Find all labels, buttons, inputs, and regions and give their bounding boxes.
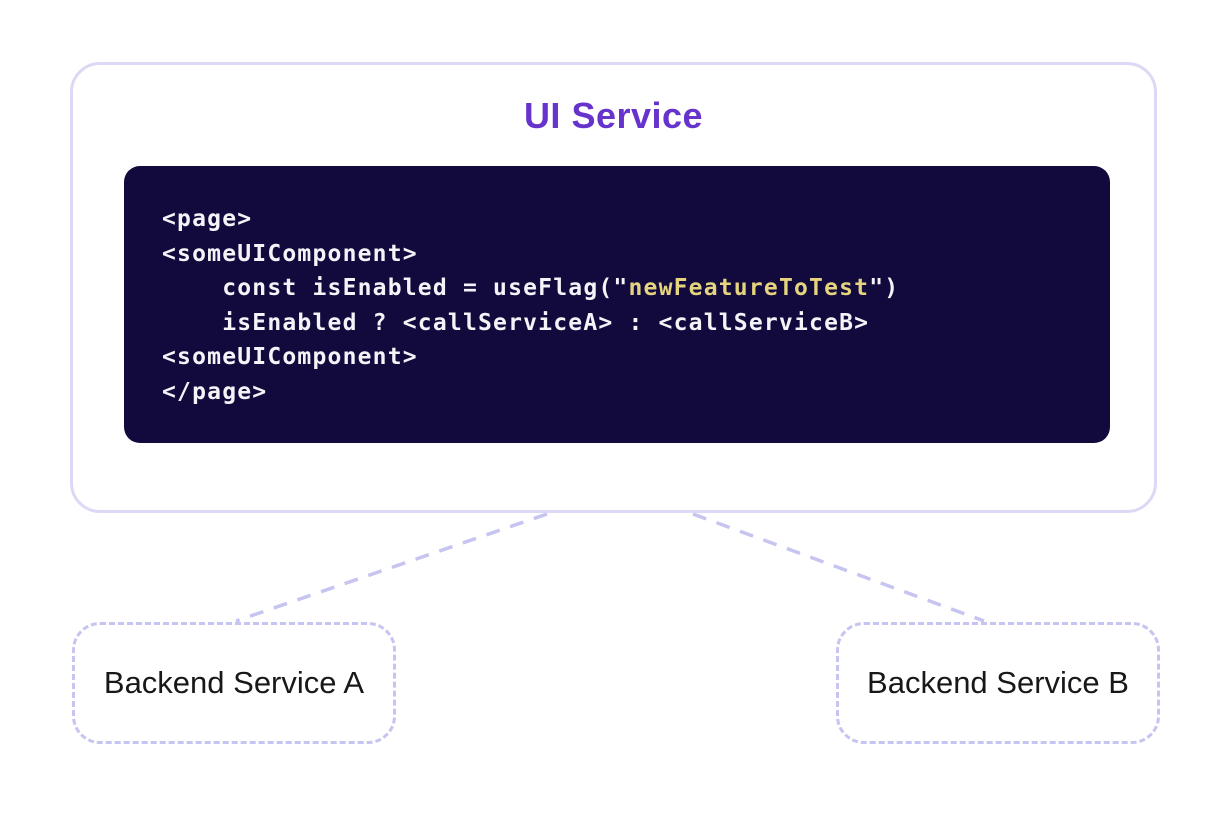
code-line: <someUIComponent>	[162, 237, 1110, 272]
backend-service-b-box: Backend Service B	[836, 622, 1160, 744]
code-line: isEnabled ? <callServiceA> : <callServic…	[162, 306, 1110, 341]
code-string-token: newFeatureToTest	[628, 275, 870, 302]
code-line: </page>	[162, 375, 1110, 410]
connector-to-backend-b	[692, 512, 985, 623]
backend-service-a-label: Backend Service A	[103, 665, 365, 700]
code-token: </page>	[162, 378, 268, 405]
code-token: <page>	[162, 206, 253, 232]
ui-service-box: UI Service <page> <someUIComponent> const…	[70, 62, 1157, 513]
code-token: isEnabled ? <callServiceA> : <callServic…	[162, 309, 870, 336]
code-content: <page> <someUIComponent> const isEnabled …	[124, 166, 1110, 410]
backend-service-b-label: Backend Service B	[867, 665, 1129, 700]
ui-service-title: UI Service	[523, 95, 704, 136]
code-line: <page>	[162, 202, 1110, 237]
code-line: <someUIComponent>	[162, 340, 1110, 375]
connector-to-backend-a	[235, 512, 548, 623]
code-token: <someUIComponent>	[162, 240, 418, 267]
code-token: const isEnabled = useFlag("	[162, 275, 629, 302]
code-line: const isEnabled = useFlag("newFeatureToT…	[162, 271, 1110, 306]
code-token: ")	[869, 275, 900, 302]
backend-service-a-box: Backend Service A	[72, 622, 396, 744]
code-token: <someUIComponent>	[162, 344, 418, 371]
code-block: <page> <someUIComponent> const isEnabled …	[124, 166, 1110, 443]
